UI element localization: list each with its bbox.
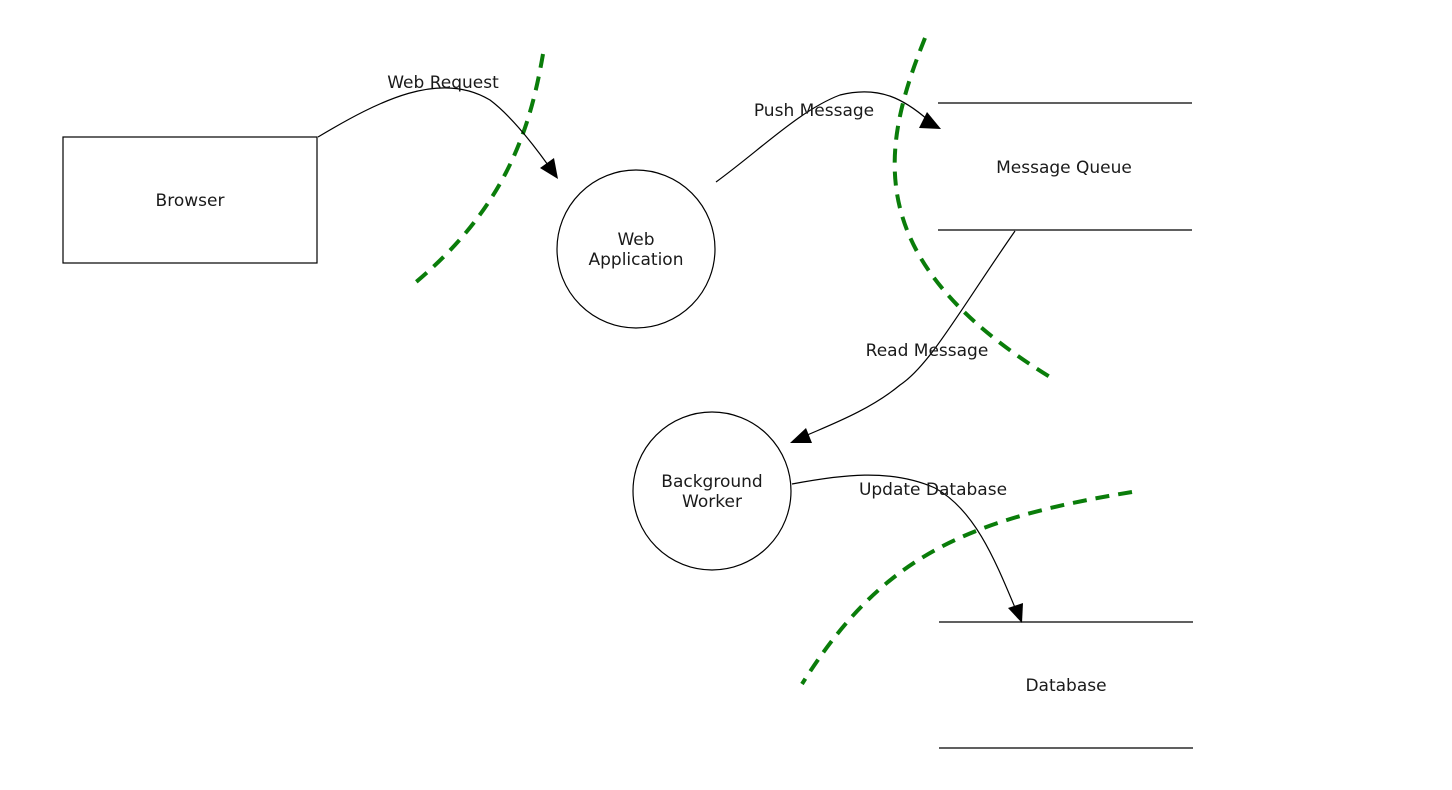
browser-label: Browser (156, 191, 225, 211)
flow-push-message-arrowhead (919, 112, 941, 129)
browser-entity: Browser (62, 136, 318, 264)
background-worker-circle (632, 411, 792, 571)
database-store: Database (939, 621, 1193, 749)
background-worker-label-line1: Background (661, 472, 762, 492)
flow-read-message: Read Message (790, 230, 1016, 443)
background-worker-label-line2: Worker (682, 492, 742, 512)
web-application-label-line1: Web (617, 230, 654, 250)
flow-web-request: Web Request (317, 73, 558, 179)
flow-update-database: Update Database (791, 474, 1023, 623)
flow-web-request-line (317, 87, 549, 166)
background-worker-process: Background Worker (632, 411, 792, 571)
flow-push-message-line (715, 91, 929, 183)
flow-push-message-label: Push Message (754, 101, 874, 121)
flow-read-message-line (804, 230, 1016, 437)
flow-update-database-line (791, 474, 1017, 611)
flow-web-request-arrowhead (540, 158, 558, 179)
web-application-process: Web Application (556, 169, 716, 329)
browser-box (62, 136, 318, 264)
flow-web-request-label: Web Request (387, 73, 499, 93)
database-label: Database (1025, 676, 1106, 696)
flow-update-database-arrowhead (1008, 603, 1023, 623)
web-application-circle (556, 169, 716, 329)
trust-boundary-browser-webapp (408, 53, 545, 289)
flow-update-database-label: Update Database (859, 480, 1007, 500)
flow-read-message-label: Read Message (866, 341, 989, 361)
message-queue-label: Message Queue (996, 158, 1132, 178)
flow-push-message: Push Message (715, 91, 941, 183)
web-application-label-line2: Application (589, 250, 684, 270)
trust-boundary-webapp-queue (892, 37, 1052, 379)
trust-boundary-worker-database (800, 490, 1133, 686)
message-queue-store: Message Queue (938, 102, 1192, 231)
flow-read-message-arrowhead (790, 428, 812, 443)
